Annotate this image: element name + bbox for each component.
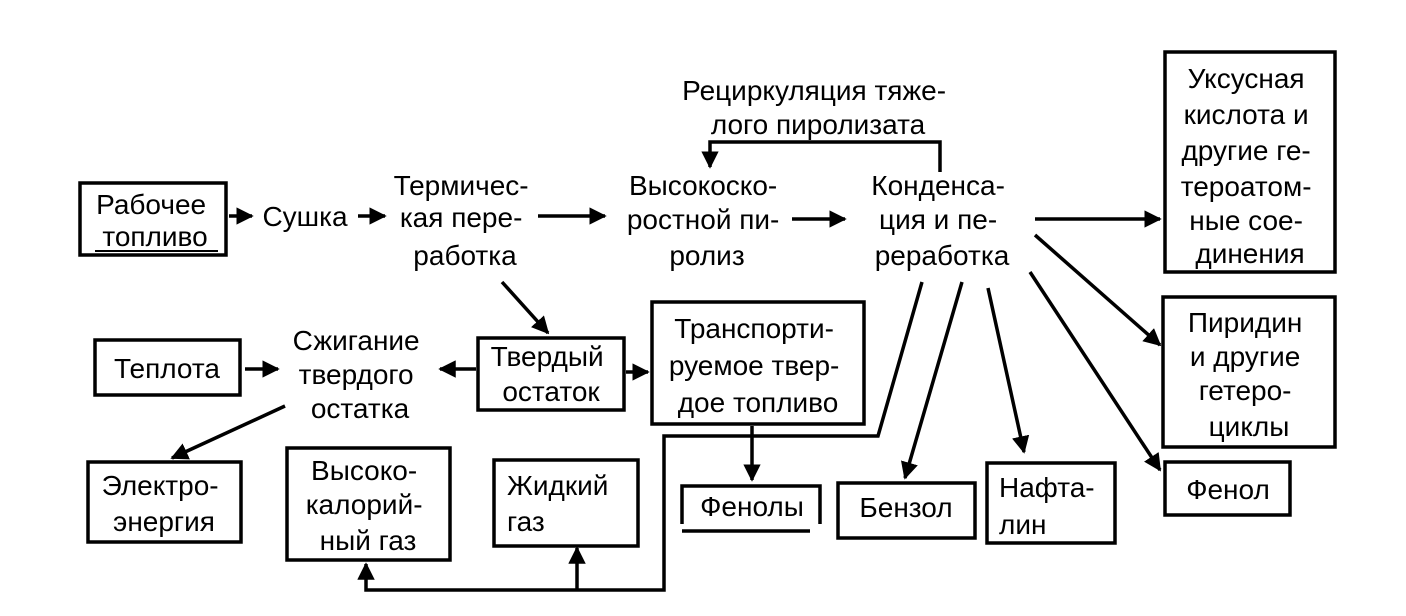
liquid-gas-label: Жидкий газ	[507, 470, 616, 537]
thermal-processing-label: Термичес- кая пере- работка	[394, 170, 537, 271]
electricity-box	[86, 460, 243, 544]
arrow-thermal-to-residue	[500, 280, 550, 335]
heat-box	[93, 338, 242, 397]
arrow-to-benzene	[900, 281, 964, 480]
acetic-acid-label: Уксусная кислота и другие ге- тероатом- …	[1181, 63, 1320, 269]
high-calorie-gas-box	[285, 446, 452, 562]
phenols-label: Фенолы	[700, 491, 804, 522]
arrow-to-pyridine	[1033, 233, 1162, 347]
naphthalene-box	[985, 461, 1117, 545]
recirculation-label: Рециркуляция тяже- лого пиролизата	[682, 75, 954, 140]
phenols-box	[680, 484, 822, 524]
fuel-box	[78, 181, 228, 257]
pyridine-box	[1161, 295, 1337, 449]
pyrolysis-label: Высокоско- ростной пи- ролиз	[627, 170, 787, 271]
solid-residue-label: Твердый остаток	[491, 341, 612, 407]
pyridine-label: Пиридин и другие гетеро- циклы	[1188, 307, 1310, 442]
arrow-to-high-calorie-gas	[357, 281, 924, 592]
high-calorie-gas-label: Высоко- калорий- ный газ	[306, 455, 431, 556]
arrow-to-phenol	[1028, 271, 1162, 472]
naphthalene-label: Нафта- лин	[999, 472, 1102, 540]
phenol-box	[1163, 460, 1292, 517]
arrow-to-naphthalene	[986, 287, 1030, 454]
benzene-box	[836, 481, 977, 540]
electricity-label: Электро- энергия	[102, 470, 227, 537]
acetic-acid-box	[1163, 50, 1337, 274]
condensation-label: Конденса- ция и пе- реработка	[871, 170, 1012, 271]
transport-fuel-box	[650, 300, 866, 426]
liquid-gas-box	[492, 458, 640, 548]
transport-fuel-label: Транспорти- руемое твер- дое топливо	[669, 313, 847, 418]
heat-label: Теплота	[114, 353, 220, 384]
fuel-label: Рабочее топливо	[96, 189, 214, 252]
drying-label: Сушка	[262, 201, 348, 232]
solid-residue-box	[476, 336, 626, 412]
recirculation-loop-arrow	[701, 140, 942, 172]
arrow-combustion-to-electricity	[170, 404, 286, 460]
combustion-label: Сжигание твердого остатка	[293, 325, 428, 424]
phenol-label: Фенол	[1186, 474, 1270, 505]
benzene-label: Бензол	[859, 492, 952, 523]
